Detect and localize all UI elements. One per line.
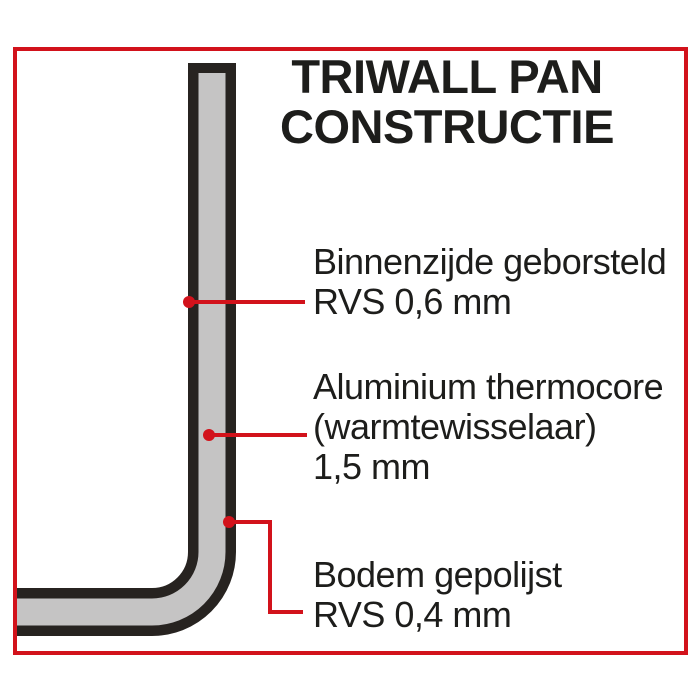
title-line-1: TRIWALL PAN bbox=[291, 50, 603, 103]
pan-wall-aluminium-core bbox=[17, 73, 226, 626]
callout-dot-core-layer bbox=[203, 429, 215, 441]
callout-label-line: RVS 0,6 mm bbox=[313, 281, 512, 322]
diagram-title: TRIWALL PAN CONSTRUCTIE bbox=[247, 52, 647, 152]
callout-label-line: Bodem gepolijst bbox=[313, 554, 562, 595]
callout-line-bottom-layer bbox=[229, 520, 303, 614]
red-frame bbox=[13, 47, 688, 655]
callout-dot-bottom-layer bbox=[223, 516, 235, 528]
callout-label-line: RVS 0,4 mm bbox=[313, 594, 512, 635]
pan-wall-steel-shell bbox=[17, 63, 236, 636]
callout-label-line: Binnenzijde geborsteld bbox=[313, 241, 667, 282]
callout-label-line: 1,5 mm bbox=[313, 446, 431, 487]
callout-label-line: (warmtewisselaar) bbox=[313, 406, 597, 447]
title-line-2: CONSTRUCTIE bbox=[280, 100, 614, 153]
callout-label-line: Aluminium thermocore bbox=[313, 366, 664, 407]
callout-dot-inner-layer bbox=[183, 296, 195, 308]
callout-label-bottom-layer: Bodem gepolijst RVS 0,4 mm bbox=[313, 555, 562, 635]
callout-label-inner-layer: Binnenzijde geborsteld RVS 0,6 mm bbox=[313, 241, 667, 322]
callout-label-core-layer: Aluminium thermocore (warmtewisselaar) 1… bbox=[313, 366, 664, 487]
